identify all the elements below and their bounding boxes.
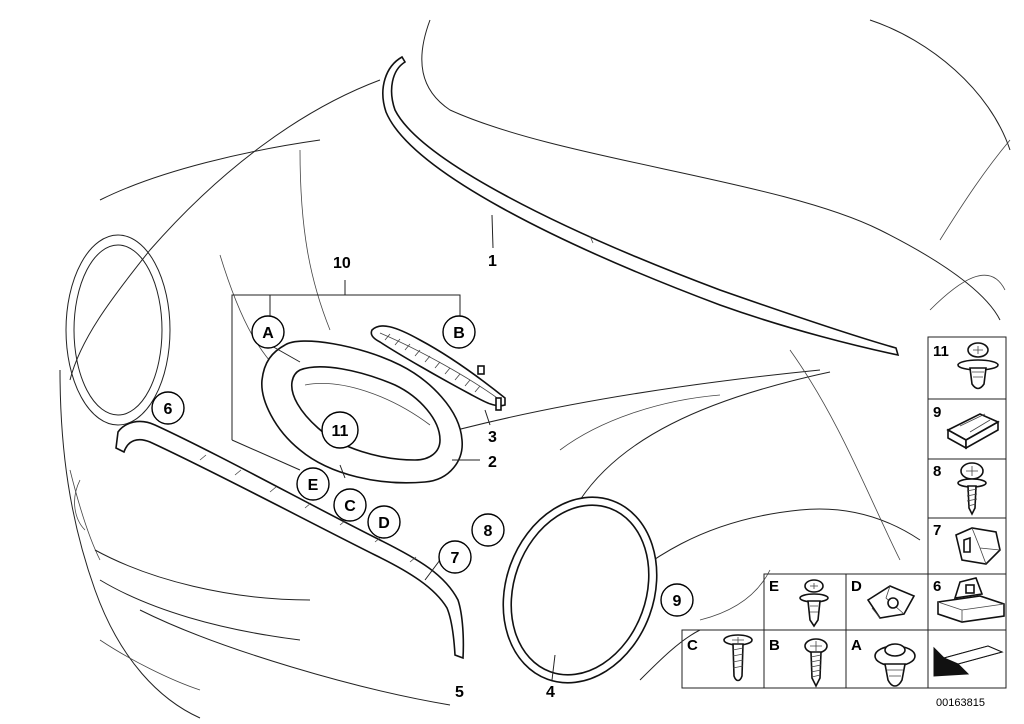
leader-lines xyxy=(231,214,556,681)
expanding-rivet-icon xyxy=(799,579,829,628)
circled-callout-E: E xyxy=(296,467,330,501)
legend-grid xyxy=(681,336,1007,689)
callout-3: 3 xyxy=(488,429,497,446)
circled-callout-6: 6 xyxy=(151,391,185,425)
retainer-bracket-icon xyxy=(937,577,1005,623)
callout-10: 10 xyxy=(333,255,351,272)
svg-text:E: E xyxy=(308,477,319,494)
scoop-grille-insert xyxy=(370,325,506,411)
legend-label-B: B xyxy=(769,637,780,654)
tapping-screw-icon xyxy=(804,638,828,688)
legend-label-11: 11 xyxy=(933,343,949,360)
clip-nut-icon xyxy=(955,527,1001,565)
svg-text:B: B xyxy=(453,325,465,342)
hood-seal-strip xyxy=(382,55,900,357)
circled-callout-C: C xyxy=(333,488,367,522)
legend-label-9: 9 xyxy=(933,404,941,421)
legend-label-6: 6 xyxy=(933,578,941,595)
circled-callout-9: 9 xyxy=(660,583,694,617)
svg-text:9: 9 xyxy=(673,593,682,610)
svg-text:D: D xyxy=(378,515,390,532)
callout-5: 5 xyxy=(455,684,464,701)
document-number: 00163815 xyxy=(936,697,985,709)
svg-text:6: 6 xyxy=(164,401,173,418)
screw-washer-icon xyxy=(957,462,987,516)
bumper-trim-strip xyxy=(115,420,465,660)
callout-4: 4 xyxy=(546,684,555,701)
callout-2: 2 xyxy=(488,454,497,471)
arrow-icon xyxy=(933,645,1004,677)
hood-scoop-surround xyxy=(261,340,463,484)
legend-label-C: C xyxy=(687,637,698,654)
svg-text:A: A xyxy=(262,325,274,342)
spring-clip-icon xyxy=(946,413,1000,450)
circled-callout-D: D xyxy=(367,505,401,539)
rivet-clip-icon xyxy=(957,342,999,390)
svg-text:8: 8 xyxy=(484,523,493,540)
flat-head-screw-icon xyxy=(723,634,753,682)
svg-text:7: 7 xyxy=(451,550,460,567)
circled-callout-B: B xyxy=(442,315,476,349)
legend-label-A: A xyxy=(851,637,862,654)
legend-label-7: 7 xyxy=(933,522,941,539)
circled-callout-7: 7 xyxy=(438,540,472,574)
circled-callout-A: A xyxy=(251,315,285,349)
legend-label-D: D xyxy=(851,578,862,595)
circled-callout-11: 11 xyxy=(321,411,359,449)
grommet-icon xyxy=(874,643,916,687)
callout-1: 1 xyxy=(488,253,497,270)
circled-callout-8: 8 xyxy=(471,513,505,547)
svg-text:11: 11 xyxy=(332,423,349,440)
legend-label-8: 8 xyxy=(933,463,941,480)
speed-nut-icon xyxy=(866,585,916,619)
headlight-trim-ring xyxy=(502,496,658,684)
svg-text:C: C xyxy=(344,498,356,515)
car-body-outline xyxy=(59,19,1011,719)
legend-label-E: E xyxy=(769,578,779,595)
